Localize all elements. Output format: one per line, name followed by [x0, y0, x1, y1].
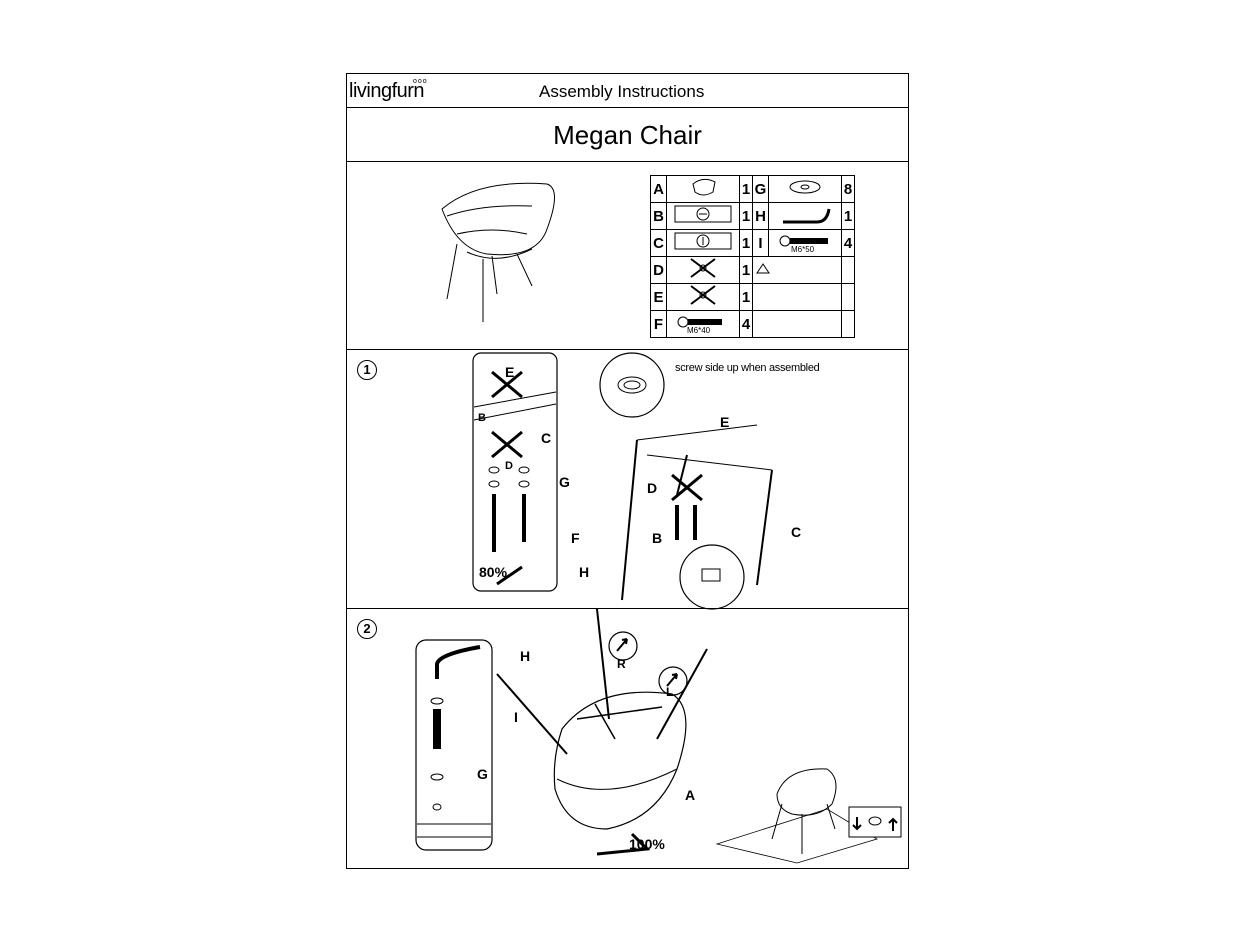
- part-letter: F: [650, 310, 667, 338]
- torque-label: 100%: [629, 836, 665, 852]
- part-qty: 1: [739, 229, 753, 257]
- document-title: Assembly Instructions: [539, 82, 705, 101]
- part-letter: D: [650, 256, 667, 284]
- step-number: 2: [357, 619, 377, 639]
- label-g-detail: G: [477, 766, 488, 782]
- part-letter: H: [752, 202, 769, 230]
- brand-logo: livingfurn: [349, 80, 425, 102]
- empty-cell: [752, 256, 842, 284]
- label-b-frame: B: [652, 530, 663, 546]
- torque-label: 80%: [479, 564, 508, 580]
- empty-cell: [752, 283, 842, 311]
- parts-section: A 1 G 8 B 1 H 1 C 1 I: [347, 162, 908, 350]
- part-qty: 1: [739, 283, 753, 311]
- empty-cell: [752, 310, 842, 338]
- label-c: C: [541, 430, 552, 446]
- header-row: ooo livingfurn Assembly Instructions: [347, 74, 908, 108]
- part-qty: 4: [841, 229, 855, 257]
- cross-bracket-icon: [666, 283, 740, 311]
- bolt-size-label: M6*50: [791, 245, 815, 254]
- label-h-detail: H: [520, 648, 531, 664]
- instruction-sheet: ooo livingfurn Assembly Instructions Meg…: [346, 73, 909, 869]
- label-a: A: [685, 787, 696, 803]
- empty-cell: [841, 256, 855, 284]
- label-e-frame: E: [720, 414, 730, 430]
- bolt-icon: M6*50: [768, 229, 842, 257]
- part-letter: A: [650, 175, 667, 203]
- step-1-section: 1 screw side up when assembled E B C D G…: [347, 350, 908, 610]
- step-1-detail-inset: [472, 352, 558, 592]
- label-b: B: [478, 412, 486, 424]
- bolt-icon: M6*40: [666, 310, 740, 338]
- cross-bracket-icon: [666, 256, 740, 284]
- empty-cell: [841, 283, 855, 311]
- finished-chair-illustration: [715, 768, 902, 864]
- assembly-note: screw side up when assembled: [675, 362, 820, 374]
- step-2-section: 2 H I G R L A: [347, 608, 908, 868]
- part-qty: 1: [739, 256, 753, 284]
- part-qty: 1: [739, 175, 753, 203]
- allen-key-icon: [768, 202, 842, 230]
- label-r: R: [617, 657, 626, 671]
- label-i: I: [514, 709, 518, 725]
- washer-icon: [768, 175, 842, 203]
- part-qty: 8: [841, 175, 855, 203]
- step-2-detail-inset: [415, 639, 493, 851]
- step-1-frame-illustration: [599, 352, 773, 610]
- chair-overview-illustration: [441, 182, 555, 322]
- label-d-frame: D: [647, 480, 658, 496]
- step-2-chair-illustration: [496, 608, 708, 856]
- part-letter: C: [650, 229, 667, 257]
- part-qty: 1: [739, 202, 753, 230]
- part-letter: B: [650, 202, 667, 230]
- empty-cell: [841, 310, 855, 338]
- product-name: Megan Chair: [553, 120, 702, 150]
- title-row: Megan Chair: [347, 108, 908, 162]
- parts-table: A 1 G 8 B 1 H 1 C 1 I: [650, 175, 855, 338]
- frame-b-icon: [666, 202, 740, 230]
- seat-icon: [666, 175, 740, 203]
- label-d: D: [505, 460, 513, 472]
- part-letter: I: [752, 229, 769, 257]
- logo-mark: ooo: [413, 78, 428, 85]
- part-letter: G: [752, 175, 769, 203]
- bolt-size-label: M6*40: [687, 326, 711, 335]
- step-number: 1: [357, 360, 377, 380]
- part-qty: 1: [841, 202, 855, 230]
- label-l: L: [666, 685, 674, 699]
- label-f: F: [571, 530, 580, 546]
- label-h: H: [579, 564, 590, 580]
- part-letter: E: [650, 283, 667, 311]
- part-qty: 4: [739, 310, 753, 338]
- label-g: G: [559, 474, 570, 490]
- frame-c-icon: [666, 229, 740, 257]
- label-e: E: [505, 364, 515, 380]
- label-c-frame: C: [791, 524, 802, 540]
